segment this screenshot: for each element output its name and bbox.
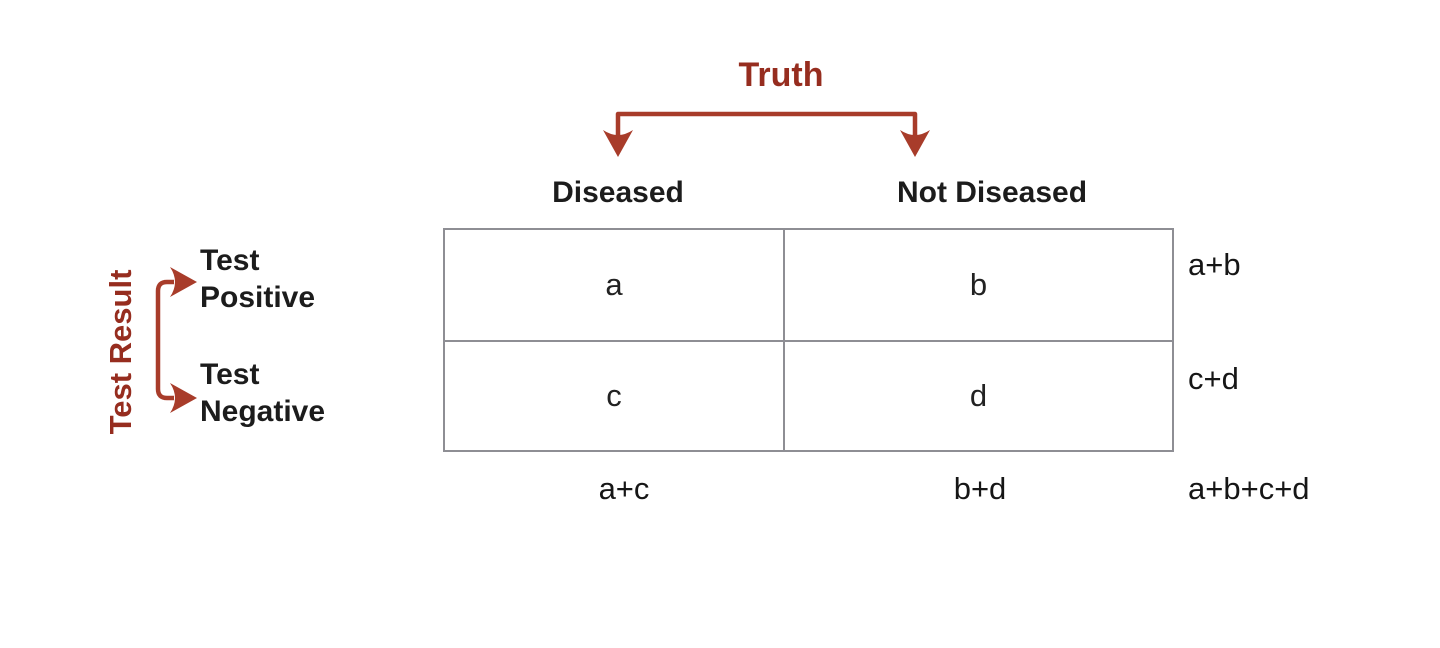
row-total-test-positive: a+b [1188, 247, 1241, 282]
down-arrow-icon [900, 130, 930, 157]
cell-true-negative: d [969, 378, 988, 413]
cell-true-positive: a [445, 230, 785, 342]
right-arrow-icon [170, 383, 197, 413]
contingency-table: a b c d [443, 228, 1174, 452]
column-total-not-diseased: b+d [953, 471, 1007, 506]
row-header-test-negative: Test Negative [200, 356, 325, 430]
cell-false-positive: b [785, 230, 1172, 342]
row-header-line: Negative [200, 395, 326, 428]
column-total-diseased: a+c [598, 471, 650, 506]
test-result-axis-label: Test Result [103, 269, 138, 435]
row-header-line: Positive [200, 281, 316, 314]
row-header-test-positive: Test Positive [200, 242, 315, 316]
row-total-test-negative: c+d [1188, 361, 1239, 396]
cell-false-negative: c [445, 342, 785, 450]
truth-bracket [603, 111, 930, 157]
test-result-bracket [155, 267, 197, 413]
down-arrow-icon [603, 130, 633, 157]
column-header-diseased: Diseased [552, 176, 684, 209]
row-header-line: Test [200, 358, 260, 391]
row-header-line: Test [200, 244, 260, 277]
column-header-not-diseased: Not Diseased [896, 176, 1088, 209]
grand-total: a+b+c+d [1188, 471, 1310, 506]
right-arrow-icon [170, 267, 197, 297]
truth-axis-label: Truth [738, 56, 824, 94]
